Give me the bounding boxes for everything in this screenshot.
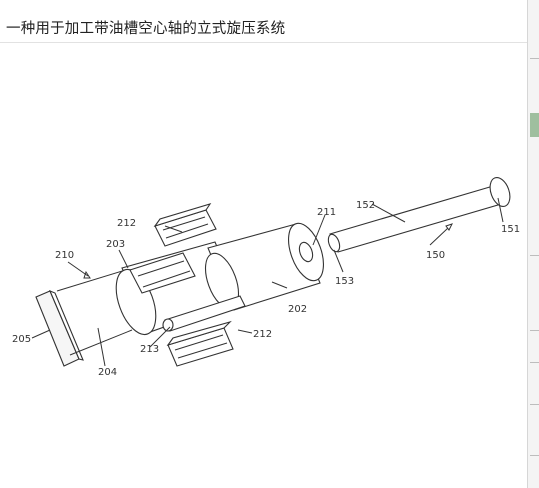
right-edge-strip: [528, 0, 539, 488]
label-203: 203: [106, 239, 125, 250]
patent-drawing: 210 203 212 211 152 151 150 153 202 212 …: [12, 177, 520, 378]
label-150: 150: [426, 250, 445, 261]
roller-block-212-top: [153, 203, 217, 247]
strip-tick: [530, 330, 539, 331]
main-body-202: [204, 222, 324, 311]
label-213: 213: [140, 344, 159, 355]
label-153: 153: [335, 276, 354, 287]
figure-panel: 一种用于加工带油槽空心轴的立式旋压系统: [0, 0, 528, 488]
label-151: 151: [501, 224, 520, 235]
label-212-top: 212: [117, 218, 136, 229]
mandrel-150: [327, 177, 511, 253]
strip-tick: [530, 362, 539, 363]
label-210: 210: [55, 250, 74, 261]
label-202: 202: [288, 304, 307, 315]
strip-tick: [530, 455, 539, 456]
label-212-bottom: 212: [253, 329, 272, 340]
page-title: 一种用于加工带油槽空心轴的立式旋压系统: [6, 21, 286, 37]
strip-tick: [530, 255, 539, 256]
groove-block-upper: [129, 252, 196, 294]
leader-lines: [31, 197, 504, 367]
strip-tick: [530, 58, 539, 59]
label-211: 211: [317, 207, 336, 218]
label-204: 204: [98, 367, 117, 378]
end-plate-205: [35, 289, 84, 367]
strip-tick: [530, 404, 539, 405]
strip-accent: [530, 113, 539, 137]
roller-block-212-bottom: [166, 320, 234, 367]
label-152: 152: [356, 200, 375, 211]
label-205: 205: [12, 334, 31, 345]
groove-bar-213: [162, 295, 246, 332]
title-divider: [0, 42, 527, 43]
